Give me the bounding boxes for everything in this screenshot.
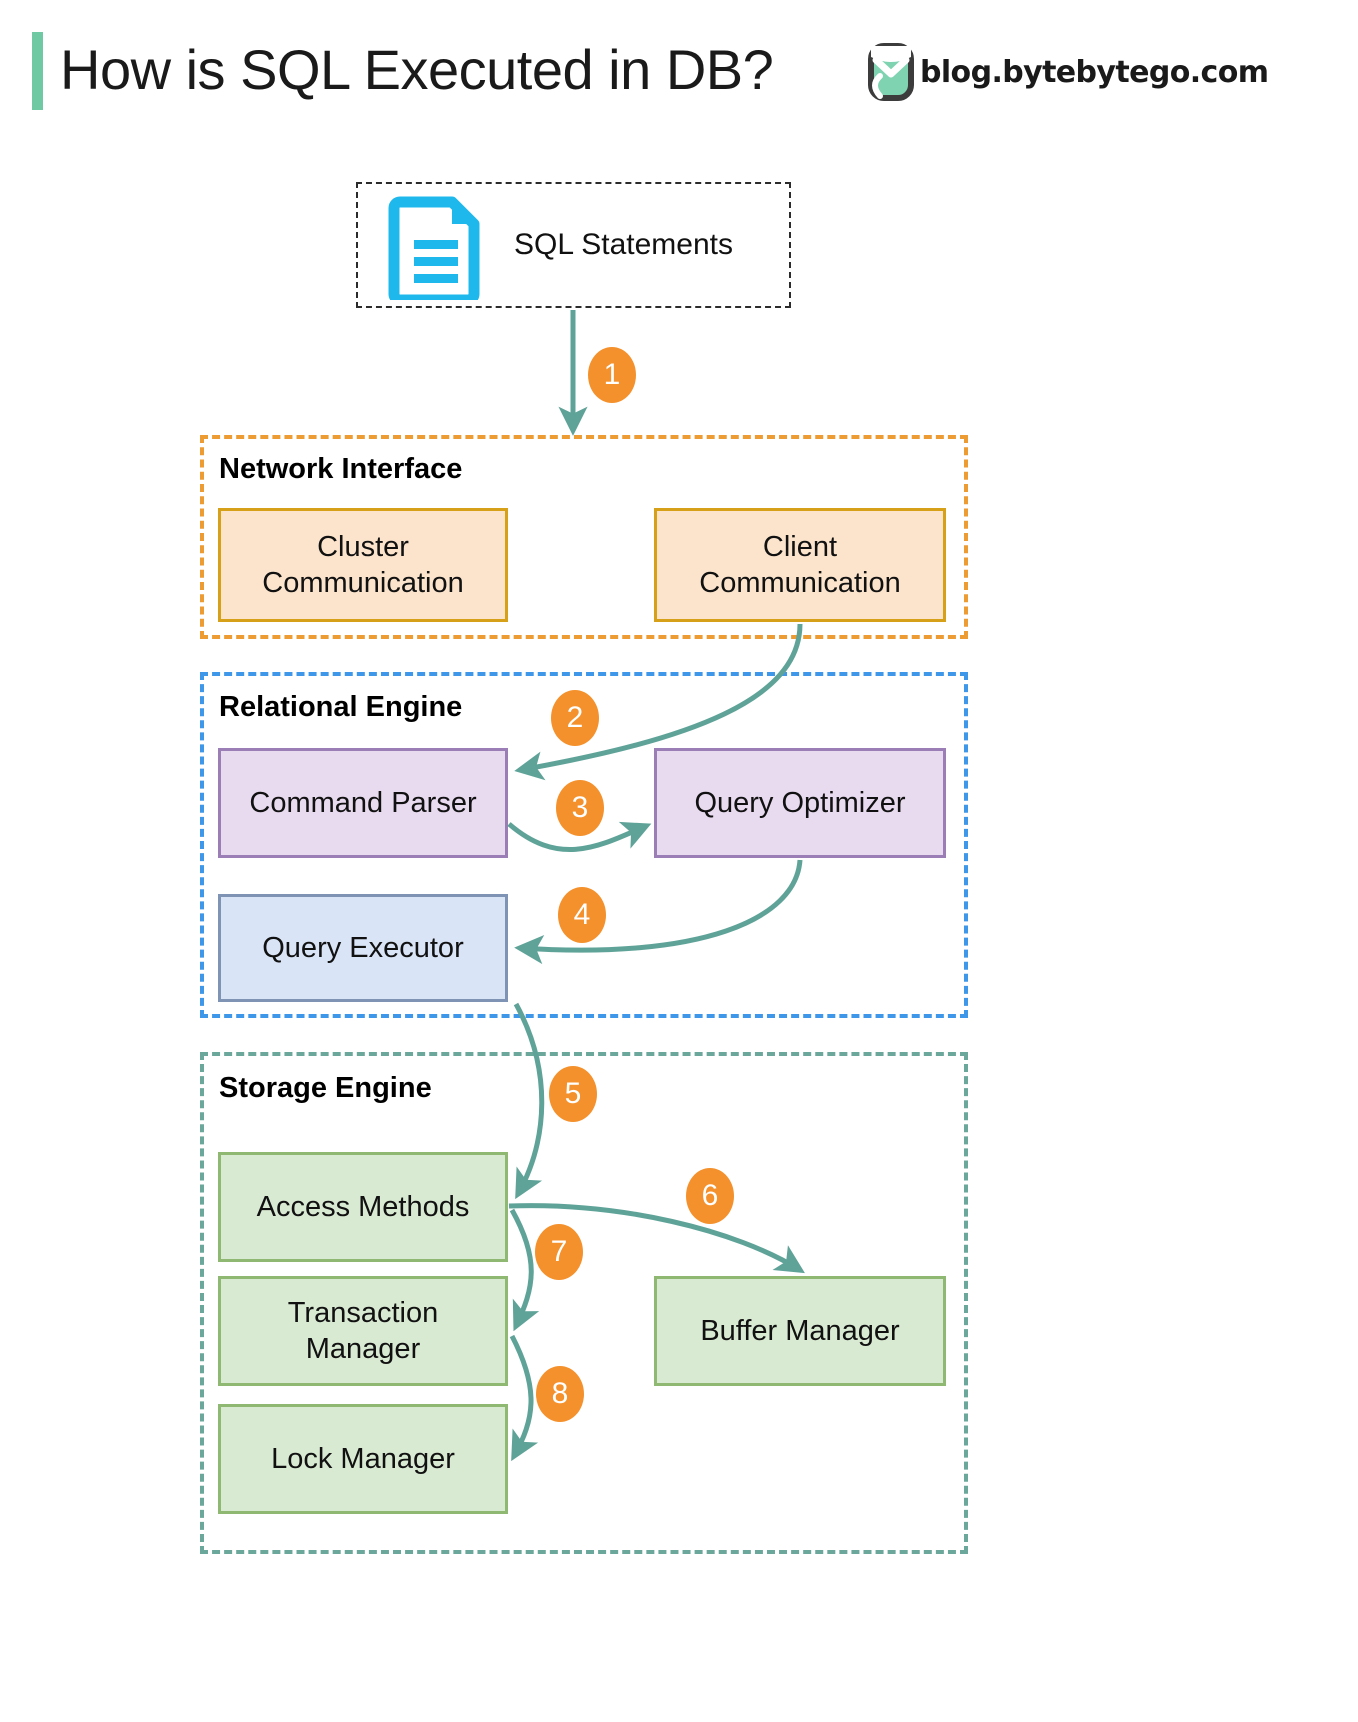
node-label: Access Methods [256,1190,470,1223]
step-badge-4: 4 [558,887,606,943]
page-title: How is SQL Executed in DB? [60,38,774,101]
step-badge-3: 3 [556,780,604,836]
node-label: Query Executor [262,931,464,964]
node-label: Lock Manager [271,1442,455,1475]
step-badge-6: 6 [686,1168,734,1224]
step-badge-5: 5 [549,1066,597,1122]
node-lock-manager[interactable]: Lock Manager [218,1404,508,1514]
node-label: Buffer Manager [700,1314,900,1347]
node-label: Cluster Communication [262,530,464,599]
node-query-optimizer[interactable]: Query Optimizer [654,748,946,858]
group-title-relational-engine: Relational Engine [219,691,463,723]
group-title-storage-engine: Storage Engine [219,1072,432,1104]
node-label: Transaction Manager [287,1296,439,1365]
brand-link[interactable]: blog.bytebytego.com [868,40,1269,104]
node-command-parser[interactable]: Command Parser [218,748,508,858]
node-client-communication[interactable]: Client Communication [654,508,946,622]
step-badge-1: 1 [588,347,636,403]
node-transaction-manager[interactable]: Transaction Manager [218,1276,508,1386]
sql-statements-label: SQL Statements [514,228,733,261]
node-label: Query Optimizer [694,786,906,819]
node-label: Client Communication [699,530,901,599]
page-header: How is SQL Executed in DB? blog.bytebyte… [0,0,1358,140]
step-badge-8: 8 [536,1366,584,1422]
node-buffer-manager[interactable]: Buffer Manager [654,1276,946,1386]
node-cluster-communication[interactable]: Cluster Communication [218,508,508,622]
document-lines-icon [388,196,480,300]
step-badge-2: 2 [551,690,599,746]
group-storage-engine [200,1052,968,1554]
bytebytego-logo-icon [868,43,914,101]
brand-text: blog.bytebytego.com [920,54,1269,90]
node-label: Command Parser [249,786,477,819]
node-query-executor[interactable]: Query Executor [218,894,508,1002]
node-access-methods[interactable]: Access Methods [218,1152,508,1262]
group-title-network-interface: Network Interface [219,453,463,485]
step-badge-7: 7 [535,1224,583,1280]
title-accent-bar [32,32,43,110]
